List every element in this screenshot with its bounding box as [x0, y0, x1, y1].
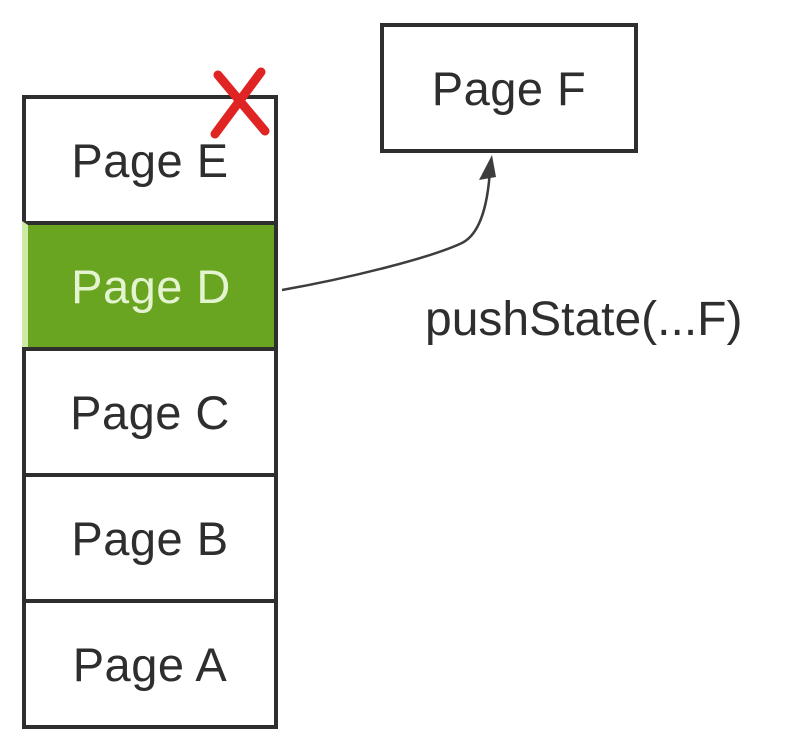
stack-item-page-b: Page B	[22, 473, 278, 603]
stack-item-page-e: Page E	[22, 95, 278, 225]
stack-item-label: Page A	[72, 637, 228, 691]
stack-item-page-c: Page C	[22, 347, 278, 477]
stack-item-page-d-current: Page D	[22, 221, 278, 351]
stack-item-page-a: Page A	[22, 599, 278, 729]
red-x-icon	[210, 67, 270, 139]
stack-item-label: Page B	[71, 511, 229, 565]
stack-item-label: Page E	[71, 133, 229, 187]
new-page-label: Page F	[431, 61, 587, 115]
history-stack: Page E Page D Page C Page B Page A	[22, 95, 278, 729]
stack-item-label: Page C	[70, 385, 230, 439]
stack-item-label: Page D	[71, 259, 231, 313]
pushstate-label: pushState(...F)	[425, 293, 743, 346]
new-page-box: Page F	[380, 23, 638, 153]
pushstate-arrow-icon	[281, 155, 496, 292]
